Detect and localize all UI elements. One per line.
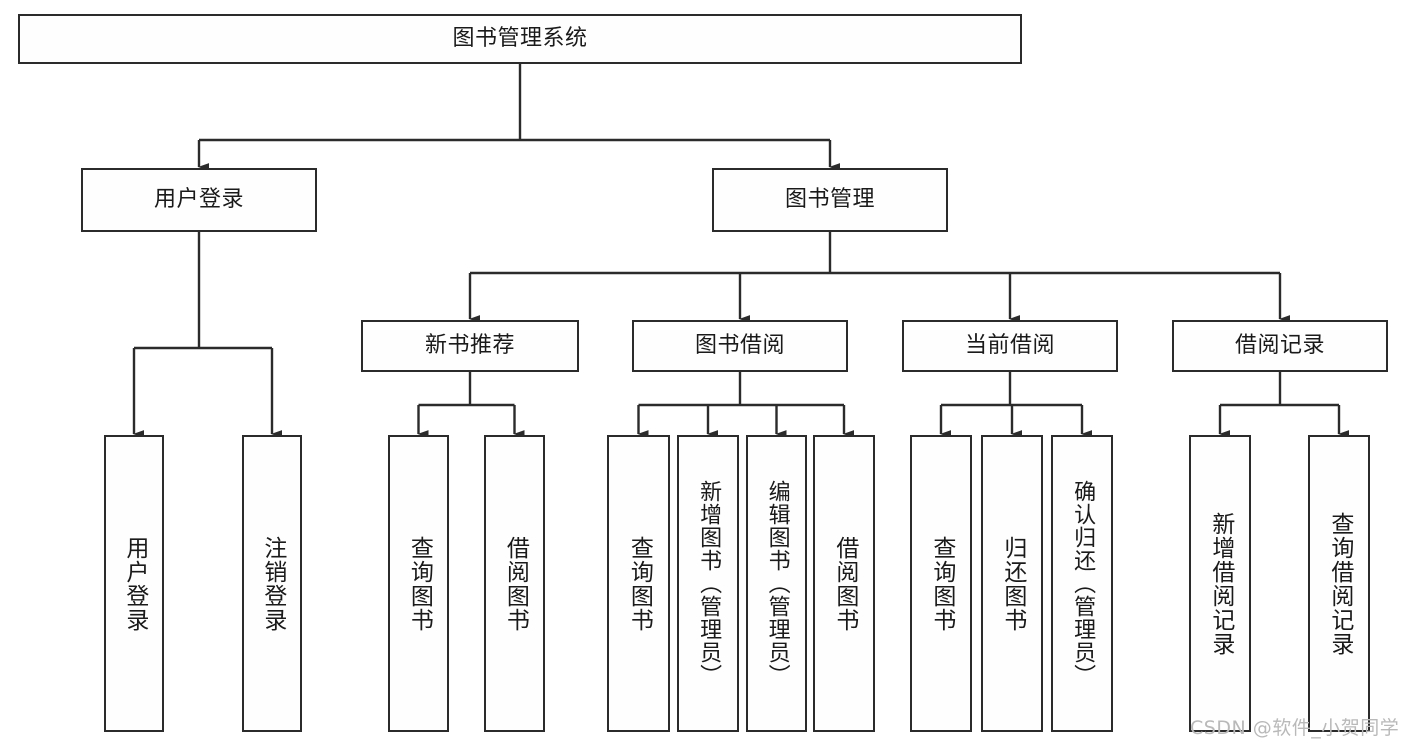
node-leaf-rec-borrow-book[interactable]: 借阅图书 bbox=[484, 435, 545, 732]
node-leaf-cb-confirm-return[interactable]: 确认归还（管理员） bbox=[1051, 435, 1113, 732]
node-leaf-bb-query-book[interactable]: 查询图书 bbox=[607, 435, 670, 732]
node-label: 编辑图书（管理员） bbox=[764, 480, 790, 687]
node-borrowing-records[interactable]: 借阅记录 bbox=[1172, 320, 1388, 372]
node-label: 用户登录 bbox=[121, 535, 148, 632]
node-label: 查询图书 bbox=[928, 535, 955, 632]
node-label: 图书借阅 bbox=[694, 332, 785, 358]
node-label: 借阅图书 bbox=[502, 535, 529, 632]
watermark: CSDN @软件_小贺同学 bbox=[1190, 717, 1400, 739]
node-label: 借阅图书 bbox=[831, 535, 858, 632]
node-new-book-recommendation[interactable]: 新书推荐 bbox=[361, 320, 579, 372]
node-label: 查询图书 bbox=[626, 535, 653, 632]
node-root[interactable]: 图书管理系统 bbox=[18, 14, 1022, 64]
node-leaf-br-query-record[interactable]: 查询借阅记录 bbox=[1308, 435, 1370, 732]
node-leaf-bb-borrow-book[interactable]: 借阅图书 bbox=[813, 435, 875, 732]
node-current-borrowing[interactable]: 当前借阅 bbox=[902, 320, 1118, 372]
node-label: 借阅记录 bbox=[1234, 332, 1325, 358]
node-label: 新增借阅记录 bbox=[1207, 511, 1234, 656]
node-label: 归还图书 bbox=[999, 535, 1026, 632]
node-leaf-bb-edit-book[interactable]: 编辑图书（管理员） bbox=[746, 435, 807, 732]
node-label: 查询借阅记录 bbox=[1326, 511, 1353, 656]
node-leaf-user-logout[interactable]: 注销登录 bbox=[242, 435, 302, 732]
node-leaf-user-login[interactable]: 用户登录 bbox=[104, 435, 164, 732]
node-user-login[interactable]: 用户登录 bbox=[81, 168, 317, 232]
node-label: 图书管理系统 bbox=[452, 25, 588, 51]
node-label: 新增图书（管理员） bbox=[696, 480, 722, 687]
node-label: 查询图书 bbox=[406, 535, 433, 632]
node-label: 确认归还（管理员） bbox=[1070, 480, 1096, 687]
node-leaf-br-add-record[interactable]: 新增借阅记录 bbox=[1189, 435, 1251, 732]
node-label: 注销登录 bbox=[259, 535, 286, 632]
node-book-management[interactable]: 图书管理 bbox=[712, 168, 948, 232]
node-label: 当前借阅 bbox=[964, 332, 1055, 358]
node-leaf-bb-add-book[interactable]: 新增图书（管理员） bbox=[677, 435, 739, 732]
node-leaf-rec-query-book[interactable]: 查询图书 bbox=[388, 435, 449, 732]
node-label: 用户登录 bbox=[153, 186, 244, 212]
node-label: 图书管理 bbox=[784, 186, 875, 212]
node-label: 新书推荐 bbox=[424, 332, 515, 358]
node-leaf-cb-query-book[interactable]: 查询图书 bbox=[910, 435, 972, 732]
node-leaf-cb-return-book[interactable]: 归还图书 bbox=[981, 435, 1043, 732]
node-book-borrowing[interactable]: 图书借阅 bbox=[632, 320, 848, 372]
